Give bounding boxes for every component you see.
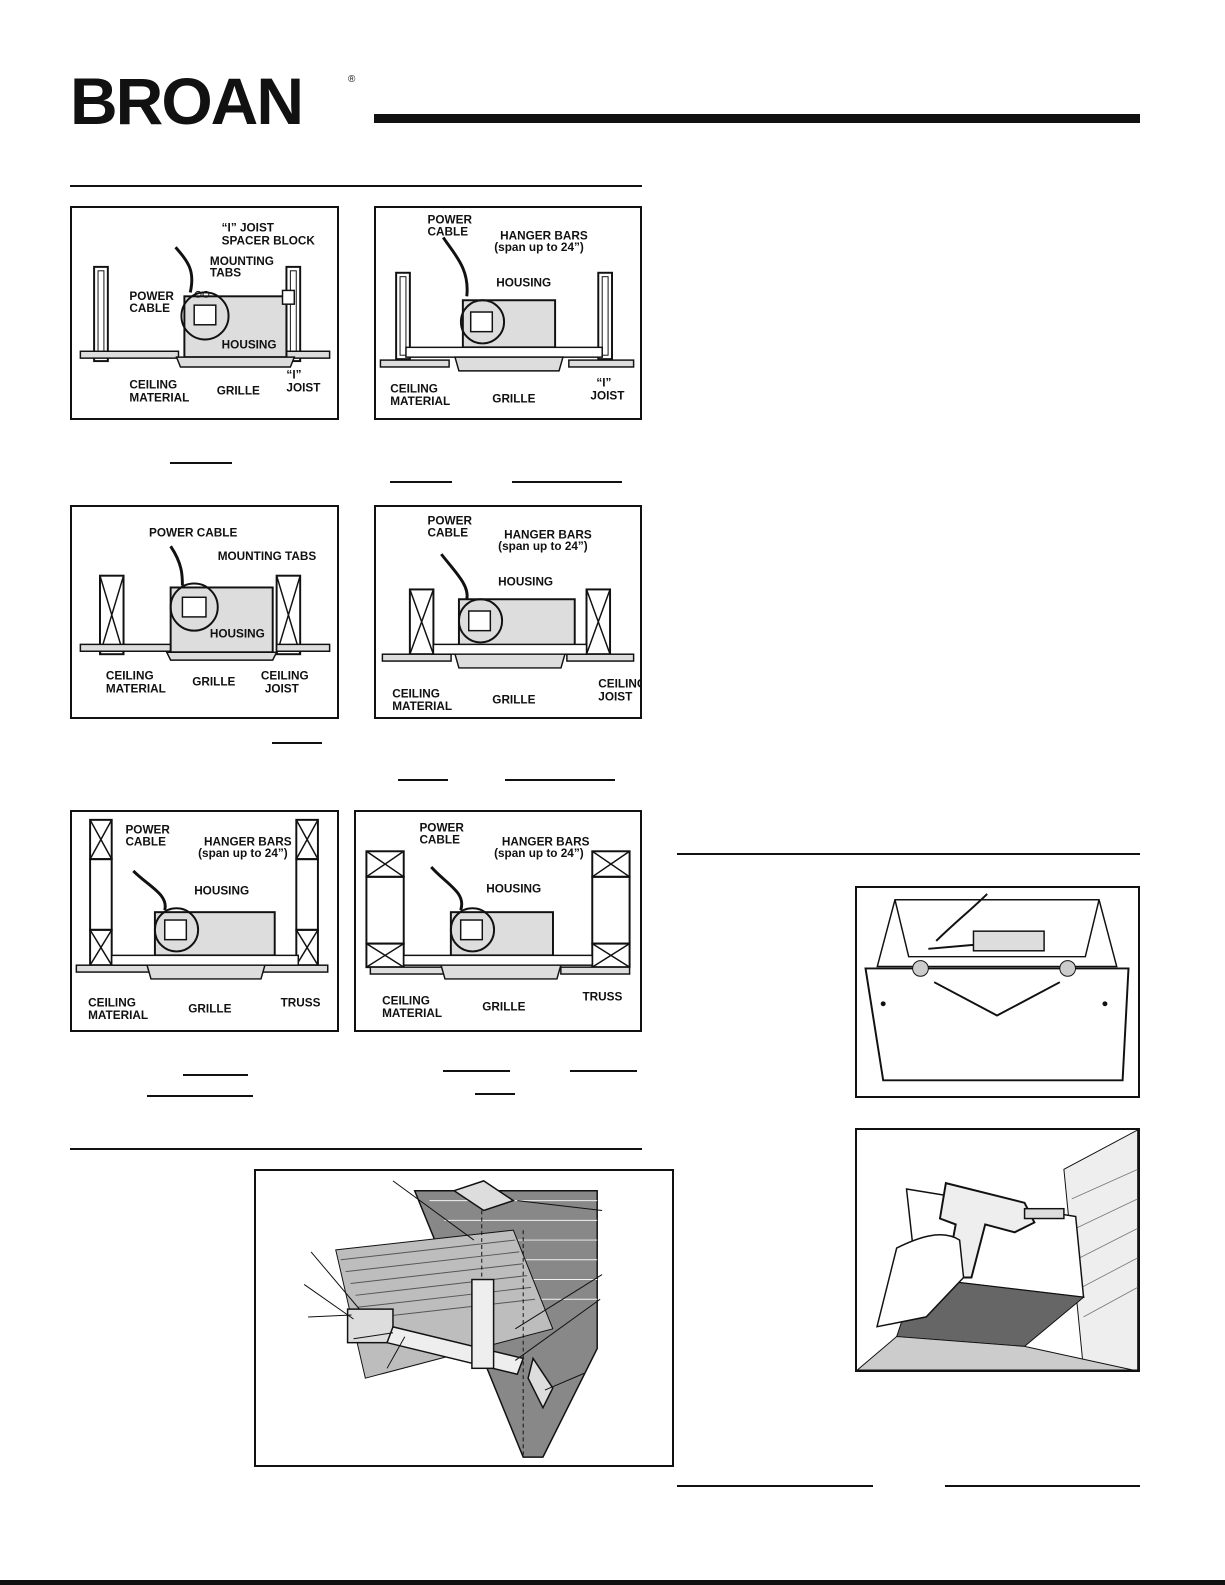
text-underline [147, 1095, 253, 1097]
svg-text:TRUSS: TRUSS [281, 996, 321, 1009]
svg-text:GRILLE: GRILLE [482, 1000, 525, 1013]
svg-text:HOUSING: HOUSING [498, 576, 553, 589]
section-rule [677, 853, 1140, 855]
svg-text:GRILLE: GRILLE [188, 1002, 231, 1015]
text-underline [945, 1485, 1140, 1487]
text-underline [183, 1074, 248, 1076]
text-underline [390, 481, 452, 483]
svg-text:POWER CABLE: POWER CABLE [149, 526, 237, 539]
broan-logo: BROAN ® [70, 64, 360, 138]
svg-text:HOUSING: HOUSING [222, 338, 277, 351]
svg-text:GRILLE: GRILLE [492, 693, 535, 706]
text-underline [570, 1070, 637, 1072]
svg-text:TRUSS: TRUSS [582, 991, 622, 1004]
text-underline [170, 462, 232, 464]
figure-drill-mounting [855, 1128, 1140, 1372]
svg-text:“I”JOIST: “I”JOIST [286, 369, 321, 395]
text-underline [677, 1485, 873, 1487]
svg-text:GRILLE: GRILLE [217, 384, 260, 397]
svg-text:HANGER BARS(span up to 24”): HANGER BARS(span up to 24”) [198, 835, 292, 860]
svg-text:GRILLE: GRILLE [192, 676, 235, 689]
text-underline [505, 779, 615, 781]
svg-text:HANGER BARS(span up to 24”): HANGER BARS(span up to 24”) [494, 229, 588, 254]
svg-text:HOUSING: HOUSING [496, 277, 551, 290]
svg-text:“I”JOIST: “I”JOIST [590, 377, 625, 403]
figure-housing-interior [855, 886, 1140, 1098]
svg-text:HOUSING: HOUSING [194, 884, 249, 897]
text-underline [443, 1070, 510, 1072]
section-rule [70, 185, 642, 187]
figure-attic-duct-installation [254, 1169, 674, 1467]
text-underline [398, 779, 448, 781]
registered-mark: ® [348, 74, 356, 85]
svg-text:MOUNTING TABS: MOUNTING TABS [218, 550, 317, 563]
svg-text:GRILLE: GRILLE [492, 392, 535, 405]
section-rule [70, 1148, 642, 1150]
brand-name: BROAN [70, 70, 302, 130]
svg-text:HANGER BARS(span up to 24”): HANGER BARS(span up to 24”) [498, 528, 592, 553]
text-underline [475, 1093, 515, 1095]
header-bar [374, 114, 1140, 123]
page-footer-rule [0, 1580, 1225, 1585]
text-underline [512, 481, 622, 483]
svg-text:HANGER BARS(span up to 24”): HANGER BARS(span up to 24”) [494, 835, 590, 860]
svg-text:HOUSING: HOUSING [486, 883, 541, 896]
text-underline [272, 742, 322, 744]
figure-ceiling-joist-mounting-tabs: POWER CABLE MOUNTING TABS HOUSING CEILIN… [70, 505, 339, 719]
svg-text:HOUSING: HOUSING [210, 628, 265, 641]
